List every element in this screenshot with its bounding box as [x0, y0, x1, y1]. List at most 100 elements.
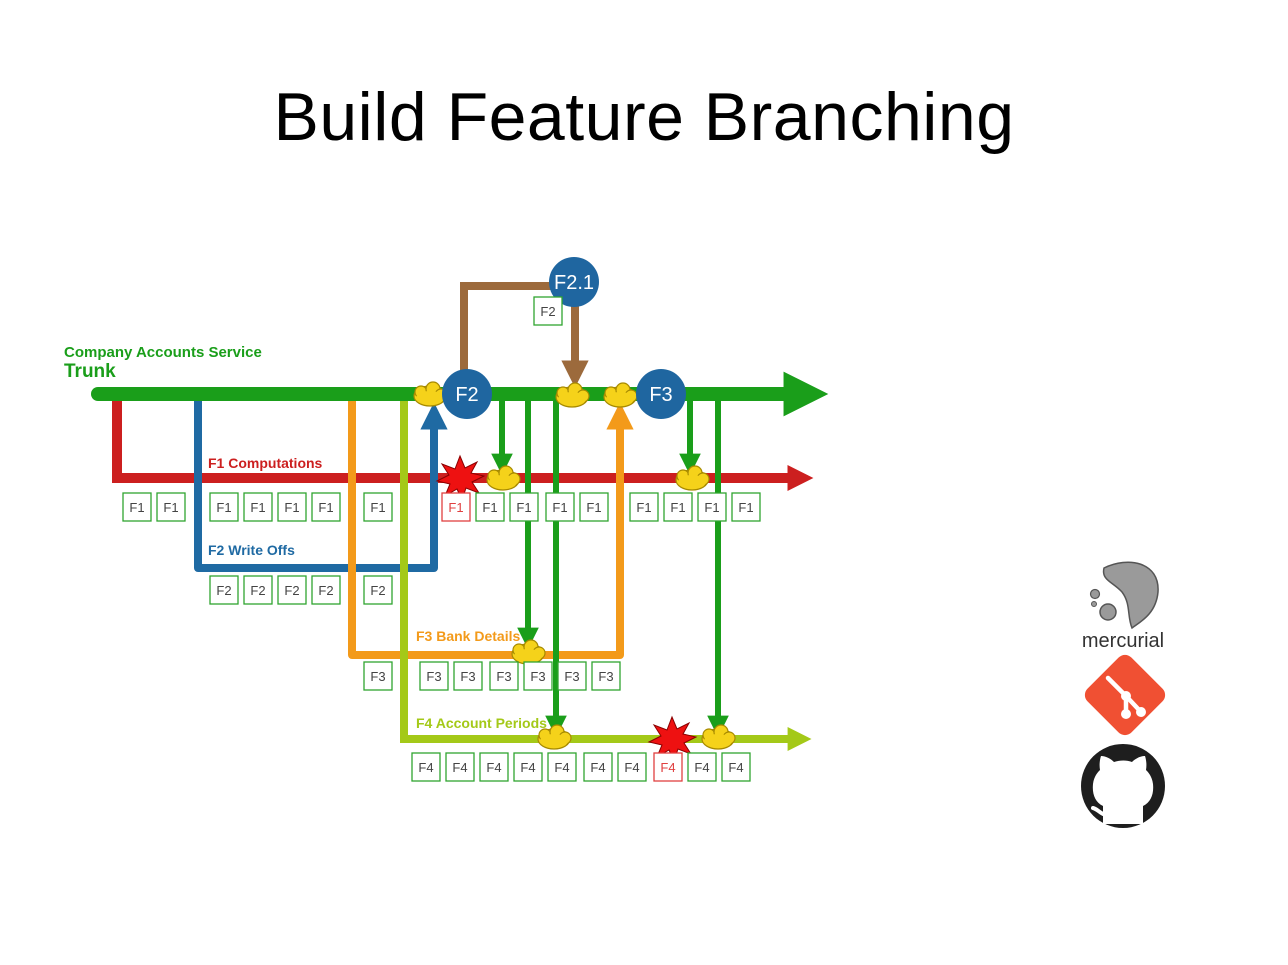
trunk-label: Trunk — [64, 361, 116, 382]
commit-box-label: F1 — [163, 500, 178, 515]
commit-box: F1 — [122, 492, 152, 522]
branch-f3-line — [348, 395, 634, 659]
commit-box: F2 — [533, 296, 563, 326]
commit-box-label: F4 — [520, 760, 535, 775]
commit-box: F4 — [479, 752, 509, 782]
commit-box: F3 — [591, 661, 621, 691]
commit-box-label: F1 — [704, 500, 719, 515]
commit-box-label: F1 — [516, 500, 531, 515]
commit-box: F4 — [583, 752, 613, 782]
commit-box: F1 — [209, 492, 239, 522]
commit-box-label: F3 — [370, 669, 385, 684]
commit-box-label: F4 — [452, 760, 467, 775]
commit-box-label: F1 — [552, 500, 567, 515]
commit-box: F4 — [547, 752, 577, 782]
commit-box-label: F1 — [738, 500, 753, 515]
commit-box: F2 — [311, 575, 341, 605]
commit-box-label: F2 — [250, 583, 265, 598]
branch-f1-line — [112, 395, 814, 491]
commit-box-label: F4 — [660, 760, 675, 775]
commit-box: F1 — [545, 492, 575, 522]
branch-f2-1 — [460, 282, 589, 388]
commit-box-label: F1 — [250, 500, 265, 515]
commit-box-label: F1 — [370, 500, 385, 515]
commit-box: F4 — [721, 752, 751, 782]
commit-box: F4 — [687, 752, 717, 782]
commit-box-label: F1 — [448, 500, 463, 515]
f1-branch-label: F1 Computations — [208, 455, 323, 471]
mercurial-logo: mercurial — [1082, 561, 1164, 652]
commit-box: F1 — [475, 492, 505, 522]
commit-box-label: F1 — [216, 500, 231, 515]
commit-box: F1 — [363, 492, 393, 522]
commit-box-label: F2 — [540, 304, 555, 319]
commit-box: F1 — [509, 492, 539, 522]
f3-branch-label: F3 Bank Details — [416, 628, 520, 644]
commit-box-label: F1 — [670, 500, 685, 515]
commit-box-broken: F4 — [653, 752, 683, 782]
commit-box: F4 — [411, 752, 441, 782]
commit-box-label: F4 — [590, 760, 605, 775]
commit-box-label: F1 — [318, 500, 333, 515]
commit-box-label: F2 — [216, 583, 231, 598]
service-label: Company Accounts Service — [64, 344, 262, 361]
commit-box-label: F4 — [486, 760, 501, 775]
commit-box-label: F3 — [426, 669, 441, 684]
commit-box: F2 — [209, 575, 239, 605]
commit-box-label: F4 — [624, 760, 639, 775]
node-f3: F3 — [636, 369, 686, 419]
commit-box: F3 — [489, 661, 519, 691]
commit-box: F1 — [731, 492, 761, 522]
commit-box: F1 — [663, 492, 693, 522]
commit-box-label: F1 — [586, 500, 601, 515]
commit-box: F1 — [629, 492, 659, 522]
commit-box-label: F2 — [284, 583, 299, 598]
commit-box-label: F1 — [129, 500, 144, 515]
f2-branch-label: F2 Write Offs — [208, 542, 295, 558]
commit-box-label: F3 — [496, 669, 511, 684]
commit-box: F1 — [697, 492, 727, 522]
commit-box: F4 — [513, 752, 543, 782]
node-f2-1: F2.1 — [549, 257, 599, 307]
branch-f2-line — [194, 395, 448, 572]
commit-box: F1 — [277, 492, 307, 522]
commit-box: F2 — [363, 575, 393, 605]
commit-box-label: F4 — [554, 760, 569, 775]
node-f2-label: F2 — [455, 384, 478, 406]
commit-box-label: F1 — [636, 500, 651, 515]
github-octocat-icon — [1081, 744, 1165, 828]
commit-box: F3 — [453, 661, 483, 691]
commit-box: F3 — [557, 661, 587, 691]
commit-box-label: F1 — [284, 500, 299, 515]
commit-box-broken: F1 — [441, 492, 471, 522]
commit-box: F4 — [617, 752, 647, 782]
commit-box-label: F2 — [370, 583, 385, 598]
mercurial-wordmark: mercurial — [1082, 630, 1164, 652]
commit-box: F3 — [419, 661, 449, 691]
commit-box: F3 — [523, 661, 553, 691]
commit-box-label: F3 — [530, 669, 545, 684]
commit-box: F1 — [311, 492, 341, 522]
commit-box-label: F3 — [564, 669, 579, 684]
node-f2-1-label: F2.1 — [554, 272, 594, 294]
commit-box: F1 — [243, 492, 273, 522]
commit-box: F2 — [277, 575, 307, 605]
commit-box: F3 — [363, 661, 393, 691]
commit-box: F1 — [156, 492, 186, 522]
merge-clouds — [413, 381, 736, 750]
commit-box: F2 — [243, 575, 273, 605]
commit-box: F4 — [445, 752, 475, 782]
git-logo — [1084, 654, 1166, 736]
commit-box-label: F1 — [482, 500, 497, 515]
node-f3-label: F3 — [649, 384, 672, 406]
node-f2: F2 — [442, 369, 492, 419]
commit-box-label: F3 — [460, 669, 475, 684]
commit-box-label: F4 — [694, 760, 709, 775]
slide-title: Build Feature Branching — [273, 79, 1015, 155]
commit-box-label: F3 — [598, 669, 613, 684]
f4-branch-label: F4 Account Periods — [416, 715, 547, 731]
commit-box: F1 — [579, 492, 609, 522]
commit-box-label: F4 — [418, 760, 433, 775]
